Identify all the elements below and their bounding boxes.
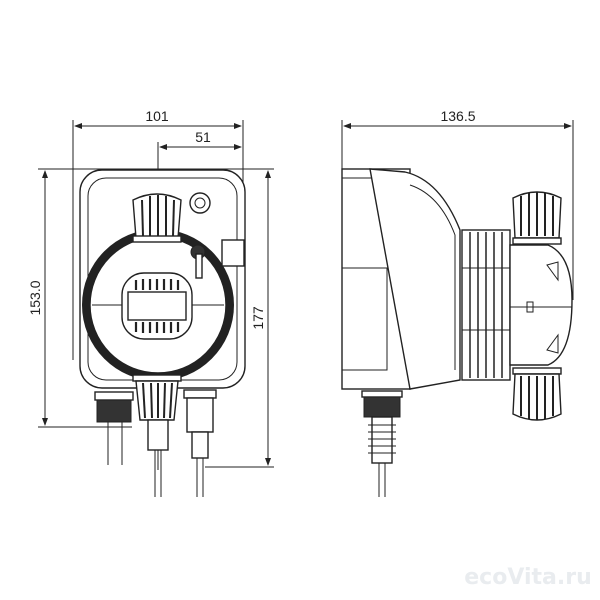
dimension-offset-label: 51 [195, 129, 211, 145]
dimension-total-height-label: 177 [250, 306, 266, 330]
dimension-depth-label: 136.5 [440, 108, 475, 124]
dimension-body-height-label: 153.0 [27, 280, 43, 315]
dimension-width-label: 101 [145, 108, 169, 124]
side-dimension-lines [341, 120, 574, 300]
pump-head-cap [509, 244, 573, 366]
watermark-logo: ecoVita.ru [464, 565, 592, 590]
side-valve [221, 239, 245, 267]
pump-side-view [341, 168, 573, 497]
connector-socket-icon [189, 192, 211, 214]
pump-front-view [79, 169, 246, 497]
